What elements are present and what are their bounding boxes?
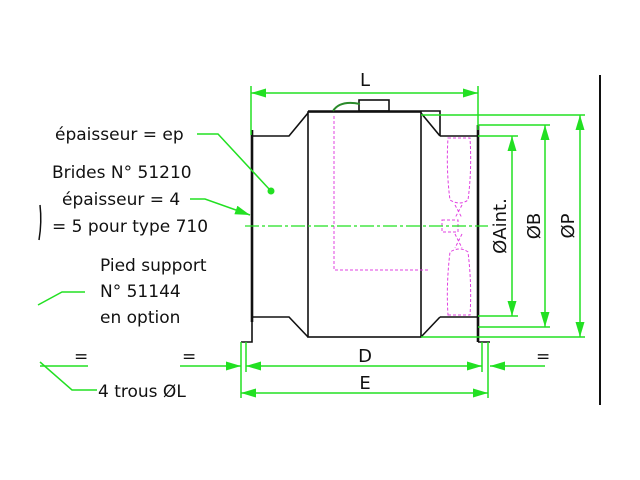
label-equal-right: = [536,347,550,367]
fan-body [241,99,490,343]
label-thickness-4: épaisseur = 4 [62,190,180,210]
dim-D-label: D [358,346,372,367]
hidden-motor [333,116,472,316]
dimension-L: L [250,70,479,135]
label-foot-3: en option [100,308,180,328]
terminal-box [358,99,390,112]
leaders [37,133,275,391]
label-equal-left-2: = [182,347,196,367]
dimension-D-E: D E [40,342,545,398]
dimension-diameters: ØAint. ØB ØP [421,114,585,338]
label-foot-1: Pied support [100,256,207,276]
dim-L-label: L [360,70,370,91]
label-foot-2: N° 51144 [100,282,181,302]
break-mark [38,204,42,241]
label-flanges: Brides N° 51210 [52,163,192,183]
label-holes: 4 trous ØL [98,382,186,402]
dim-E-label: E [359,373,370,394]
dim-P-label: ØP [558,213,579,238]
label-equal-left-1: = [74,347,88,367]
label-thickness-ep: épaisseur = ep [55,125,184,145]
dim-Aint-label: ØAint. [490,198,511,254]
label-thickness-5: = 5 pour type 710 [52,217,208,237]
dim-B-label: ØB [524,213,545,240]
cable [332,101,361,112]
